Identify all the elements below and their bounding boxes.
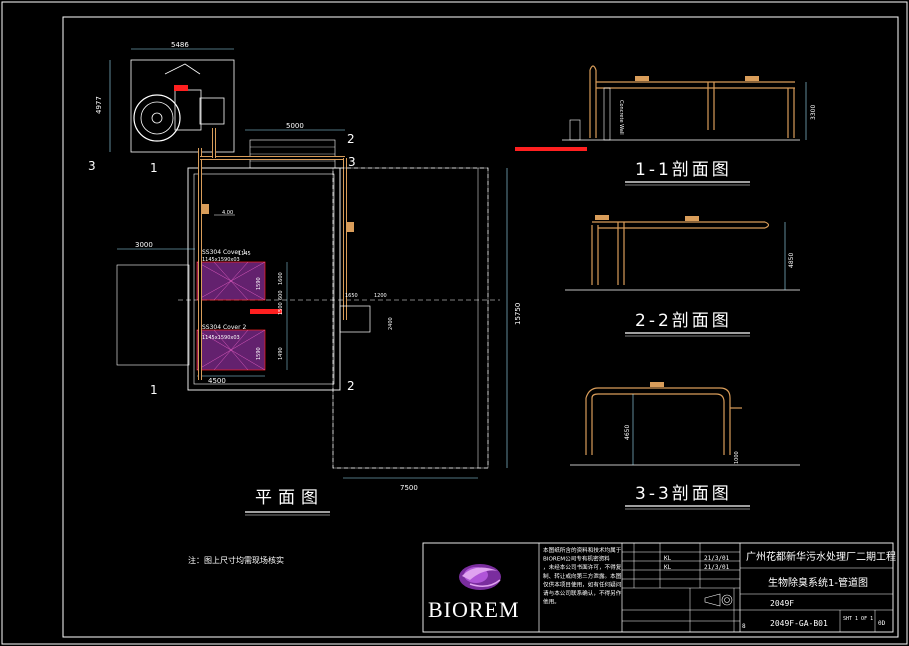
section-3-title: 3-3剖面图 bbox=[635, 484, 732, 504]
section-1-red-note bbox=[515, 147, 587, 151]
drawing-number: 2049F-GA-B01 bbox=[770, 619, 828, 628]
svg-text:1000: 1000 bbox=[734, 451, 740, 464]
svg-text:4.00: 4.00 bbox=[222, 210, 233, 216]
equipment-area bbox=[130, 59, 235, 153]
cover-1-size: 1145x1590x03 bbox=[202, 257, 240, 263]
title-block: BIOREM 本图纸所含的资料和技术均属于BIOREM公司专有机密资料，未经本公… bbox=[422, 542, 896, 633]
plan-title: 平面图 bbox=[255, 488, 324, 508]
section-mark-1-top: 1 bbox=[150, 161, 158, 175]
section-mark-2-top: 2 bbox=[347, 132, 355, 146]
rev-row-2-by: KL bbox=[664, 564, 672, 571]
notice-line: 他用。 bbox=[543, 598, 560, 606]
plan-view: 5486 4977 3 3 1 1 2 2 5000 3000 SS304 Co… bbox=[88, 41, 522, 516]
section-1-header-pipe bbox=[596, 81, 795, 89]
sheet-number: SHT 1 OF 1 bbox=[843, 616, 873, 622]
cover-2-size: 1145x1590x03 bbox=[202, 335, 240, 341]
rev-row-1-by: KL bbox=[664, 555, 672, 562]
svg-text:3300: 3300 bbox=[810, 105, 817, 120]
rev-row-index: 8 bbox=[742, 623, 746, 630]
section-2-title: 2-2剖面图 bbox=[635, 311, 732, 331]
notice-line: 制、转让或向第三方泄露。本图 bbox=[543, 572, 622, 580]
rev-row-1-date: 21/3/01 bbox=[704, 555, 730, 562]
cover-2-label: SS304 Cover 2 bbox=[202, 324, 246, 331]
tank-outline-dashed bbox=[332, 167, 489, 469]
section-1-title: 1-1剖面图 bbox=[635, 160, 732, 180]
svg-text:4850: 4850 bbox=[788, 253, 795, 268]
general-note: 注：图上尺寸均需现场核实 bbox=[188, 555, 284, 565]
svg-text:4650: 4650 bbox=[624, 425, 631, 440]
fan-housing bbox=[133, 94, 181, 142]
section-mark-3-left: 3 bbox=[88, 159, 96, 173]
project-name: 广州花都新华污水处理厂二期工程 bbox=[746, 550, 896, 563]
rev-row-2-date: 21/3/01 bbox=[704, 564, 730, 571]
drawing-name: 生物除臭系统1-管道图 bbox=[768, 576, 868, 589]
section-3-3: 4650 1000 3-3剖面图 bbox=[570, 382, 800, 510]
svg-text:2400: 2400 bbox=[388, 317, 394, 330]
svg-text:1500: 1500 bbox=[278, 302, 284, 315]
distribution-box bbox=[339, 305, 371, 333]
dim-mid-width: 5000 bbox=[286, 122, 304, 130]
inner-frame bbox=[62, 16, 899, 638]
notice-line: ，未经本公司书面许可，不得复 bbox=[543, 563, 622, 571]
dim-bottom-7500: 7500 bbox=[400, 484, 418, 492]
wall-label: Concrete Wall bbox=[618, 100, 624, 135]
svg-text:1590: 1590 bbox=[256, 347, 262, 360]
section-mark-1-bottom: 1 bbox=[150, 383, 158, 397]
section-2-pipe bbox=[592, 221, 765, 229]
revision: 0D bbox=[878, 620, 886, 627]
red-note-tag bbox=[250, 309, 282, 314]
dim-left-height: 4977 bbox=[95, 96, 103, 114]
section-3-loop-pipe bbox=[585, 387, 731, 455]
cover-1-label: SS304 Cover 1 bbox=[202, 249, 246, 256]
notice-line: BIOREM公司专有机密资料 bbox=[543, 555, 610, 563]
dim-bottom-4500: 4500 bbox=[208, 377, 226, 385]
notice-line: 本图纸所含的资料和技术均属于 bbox=[543, 546, 622, 554]
red-tag bbox=[174, 85, 188, 91]
biofilter-vessel bbox=[187, 167, 341, 391]
dim-top-width: 5486 bbox=[171, 41, 189, 49]
section-mark-2-bottom: 2 bbox=[347, 379, 355, 393]
projection-symbol bbox=[704, 593, 733, 607]
section-1-1: Concrete Wall 3300 1-1剖面图 bbox=[515, 65, 817, 186]
biorem-logo bbox=[459, 564, 501, 590]
section-2-2: 4850 2-2剖面图 bbox=[565, 215, 800, 337]
fan-impeller bbox=[140, 101, 174, 135]
motor bbox=[199, 97, 225, 125]
company-name: BIOREM bbox=[428, 597, 520, 622]
confidential-notice: 本图纸所含的资料和技术均属于BIOREM公司专有机密资料，未经本公司书面许可，不… bbox=[543, 546, 622, 606]
dim-left-3000: 3000 bbox=[135, 241, 153, 249]
svg-text:1145: 1145 bbox=[238, 251, 251, 257]
section-mark-3-right: 3 bbox=[348, 155, 356, 169]
svg-text:1600: 1600 bbox=[278, 272, 284, 285]
svg-text:1200: 1200 bbox=[374, 293, 387, 299]
job-number: 2049F bbox=[770, 599, 794, 608]
svg-text:1650: 1650 bbox=[345, 293, 358, 299]
svg-text:1590: 1590 bbox=[256, 277, 262, 290]
notice-line: 仅供本项目使用，如有任何疑问 bbox=[543, 580, 622, 588]
dim-right-height: 15750 bbox=[514, 303, 522, 325]
svg-text:600: 600 bbox=[278, 290, 284, 300]
notice-line: 请与本公司联系确认，不得另作 bbox=[543, 589, 622, 597]
svg-text:1490: 1490 bbox=[278, 347, 284, 360]
